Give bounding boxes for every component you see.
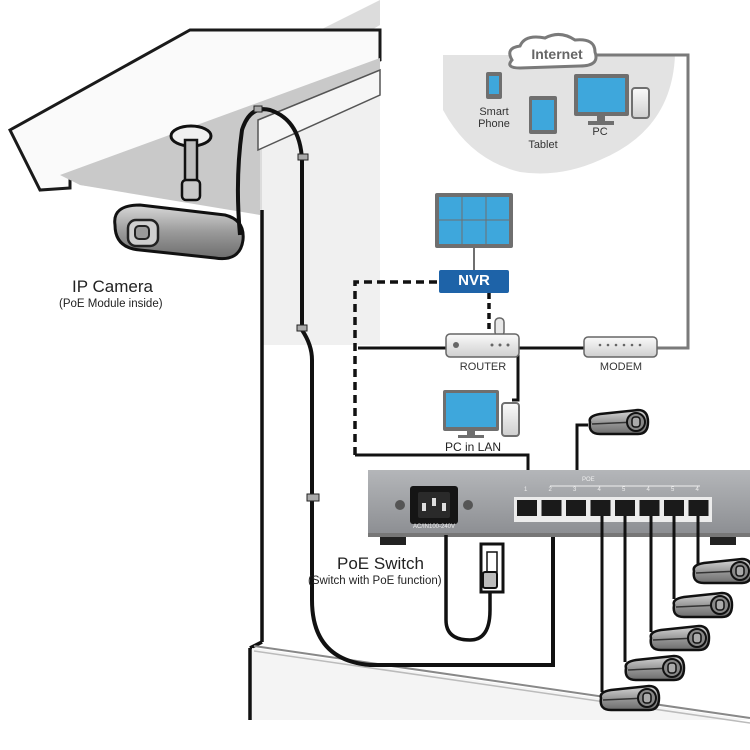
modem-label: MODEM — [599, 361, 643, 373]
smartphone-label-line2: Phone — [478, 118, 510, 130]
ip-camera-mounted — [113, 124, 245, 261]
rj45-port — [688, 500, 709, 516]
ip-camera-title: IP Camera — [72, 277, 153, 296]
rj45-port — [664, 500, 684, 516]
internet-zone — [443, 33, 690, 350]
tablet-icon — [529, 96, 557, 134]
rj45-port — [615, 500, 635, 516]
port-number-label: 5 — [622, 487, 626, 493]
pc-lan-icon — [443, 390, 520, 438]
port-number-label: 4 — [597, 487, 601, 493]
nvr-box — [439, 270, 509, 293]
port-number-label: 2 — [548, 487, 552, 493]
poe-group-label: POE — [582, 477, 595, 483]
router-icon — [445, 317, 520, 358]
pc-lan-label: PC in LAN — [444, 440, 502, 454]
port-number-label: 4 — [646, 487, 650, 493]
nvr-monitor-icon — [435, 193, 513, 270]
port-number-label: 1 — [524, 487, 528, 493]
wall-outlet-icon — [479, 542, 505, 594]
ip-camera-icon — [624, 654, 686, 682]
downstream-cameras — [599, 516, 750, 712]
nvr-label: NVR — [458, 272, 490, 289]
ip-camera-icon — [649, 624, 711, 652]
ip-camera-subtitle: (PoE Module inside) — [59, 298, 163, 310]
smartphone-label-line1: Smart — [479, 106, 509, 118]
port-number-label: 4 — [695, 487, 699, 493]
rj45-port — [541, 500, 562, 516]
port-number-label: 5 — [671, 487, 675, 493]
ip-camera-icon — [599, 684, 661, 712]
switch-ports — [517, 500, 709, 516]
power-input-label: AC/IN100-240V — [413, 524, 456, 530]
rj45-port — [517, 500, 537, 516]
cloud-icon — [508, 33, 598, 70]
ip-camera-icon — [692, 557, 750, 585]
tablet-label: Tablet — [528, 139, 558, 151]
ip-camera-icon — [672, 591, 734, 619]
rj45-port — [639, 500, 660, 516]
modem-icon — [583, 336, 658, 358]
camera-cable — [235, 107, 555, 667]
poe-switch-title: PoE Switch — [337, 554, 424, 573]
smartphone-icon — [486, 72, 502, 99]
rj45-port — [590, 500, 611, 516]
ip-camera-icon — [588, 408, 650, 436]
pc-label: PC — [592, 126, 608, 138]
smartphone-label: Smart Phone — [474, 106, 514, 130]
port-number-label: 3 — [573, 487, 577, 493]
internet-label: Internet — [531, 46, 583, 62]
poe-switch-subtitle: (Switch with PoE function) — [308, 575, 442, 587]
rj45-port — [566, 500, 586, 516]
router-label: ROUTER — [459, 361, 507, 373]
pc-icon — [574, 74, 650, 125]
